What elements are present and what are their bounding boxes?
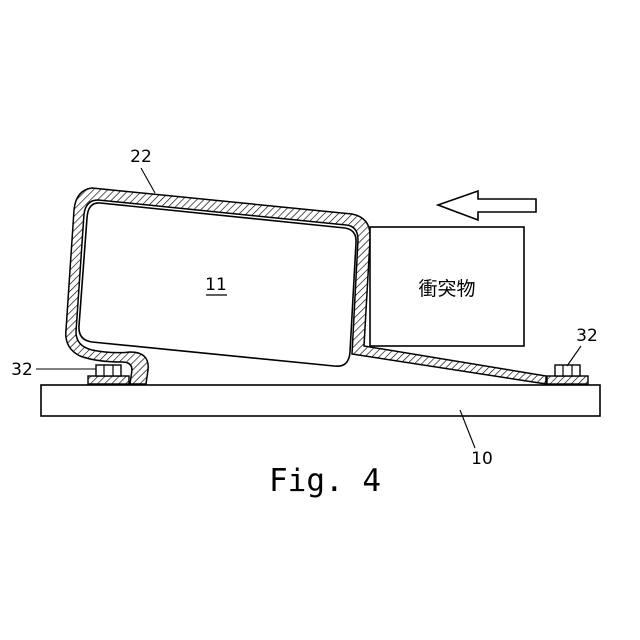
battery-label: 11	[205, 275, 227, 295]
right-bolt	[547, 365, 588, 384]
housing-leader-line	[141, 168, 155, 193]
base-label: 10	[471, 449, 493, 469]
base-plate	[41, 385, 600, 416]
left-bolt-label: 32	[11, 360, 33, 380]
left-bolt	[88, 365, 129, 384]
housing-label: 22	[130, 147, 152, 167]
collision-object-label: 衝突物	[418, 278, 475, 300]
right-bolt-label: 32	[576, 326, 598, 346]
right-bolt-leader-line	[567, 346, 581, 366]
left-arrow-icon	[438, 191, 536, 220]
figure-caption: Fig. 4	[269, 463, 381, 499]
